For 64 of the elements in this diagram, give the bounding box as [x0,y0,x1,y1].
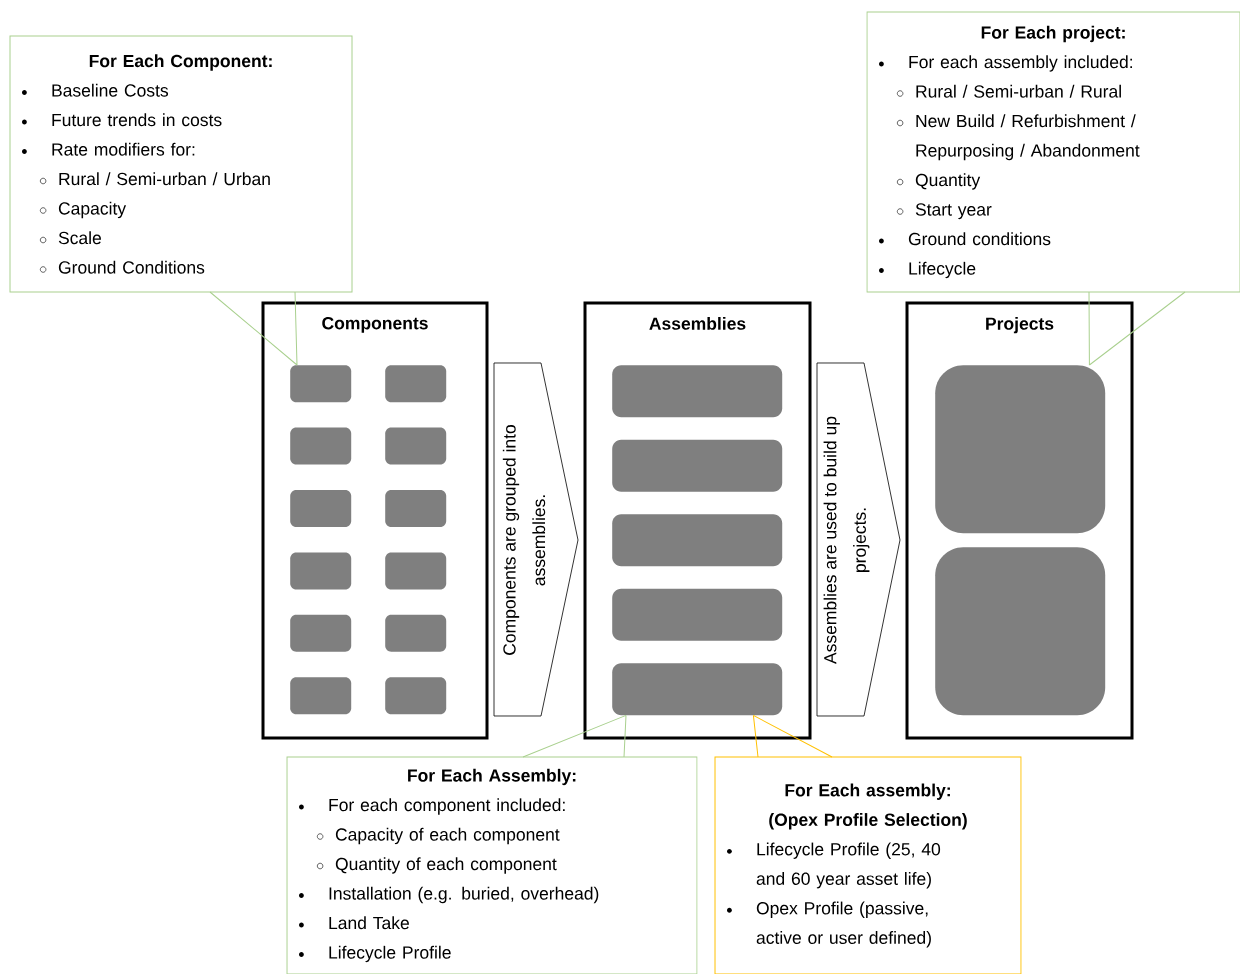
callout-box [866,11,1240,293]
bullet-item: Lifecycle Profile (25, 40 and 60 year asset life) [727,842,941,889]
block [290,365,352,403]
callout-heading: (Opex Profile Selection) [769,813,967,830]
bullet-item: Quantity of each component [317,857,557,874]
bullet-item: Land Take [299,916,409,930]
bullet-item: Rate modifiers for: [22,142,195,156]
block [612,439,783,492]
panel-box [261,301,489,740]
block [290,614,352,652]
block [385,365,447,403]
edge-label: Components are grouped into assemblies. [502,425,546,655]
block [290,677,352,715]
block [385,614,447,652]
bullet-item: For each component included: [299,798,565,815]
bullet-item: Lifecycle Profile [299,945,451,963]
bullet-item: Quantity [897,173,981,190]
block [290,490,352,527]
callout-heading: For Each Assembly: [408,768,576,786]
bullet-item: Installation (e.g. buried, overhead) [299,886,599,904]
block [935,365,1106,534]
block [290,427,352,465]
block [385,552,447,590]
chevron-arrow [816,362,901,717]
block [385,427,447,465]
bullet-item: Capacity of each component [317,827,560,845]
bullet-item: Lifecycle [879,261,976,279]
block [385,490,447,527]
bullet-item: Future trends in costs [22,113,222,127]
block [612,365,783,418]
block [612,514,783,567]
bullet-item: Opex Profile (passive, active or user defined) [727,901,931,948]
callout-box [286,756,698,974]
block [612,663,783,716]
bullet-item: Ground Conditions [40,260,205,274]
panel-title: Projects [986,317,1054,334]
bullet-item: New Build / Refurbishment / Repurposing / Abandonment [897,114,1140,161]
bullet-item: Rural / Semi-urban / Rural [897,84,1121,98]
callout-pointer [209,291,298,366]
bullet-item: For each assembly included: [879,55,1132,72]
panel-title: Components [322,317,428,333]
panel-box [583,301,812,740]
bullet-item: Capacity [40,201,127,219]
callout-heading: For Each assembly: [785,783,950,800]
block [935,547,1106,716]
block [290,552,352,590]
callout-box [714,756,1022,974]
bullet-item: Scale [40,231,101,245]
callout-heading: For Each project: [981,25,1125,43]
callout-heading: For Each Component: [89,54,272,71]
block [612,588,783,641]
panel-title: Assemblies [649,317,746,330]
callout-box [9,35,353,293]
panel-box [905,301,1134,740]
bullet-item: Rural / Semi-urban / Urban [40,172,270,186]
callout-pointer [752,714,833,758]
bullet-item: Baseline Costs [22,83,169,97]
block [385,677,447,715]
chevron-arrow [493,362,579,717]
bullet-item: Start year [897,203,992,220]
callout-pointer [522,714,627,758]
callout-pointer [1088,291,1186,366]
bullet-item: Ground conditions [879,232,1051,246]
edge-label: Assemblies are used to build up projects. [823,416,870,664]
